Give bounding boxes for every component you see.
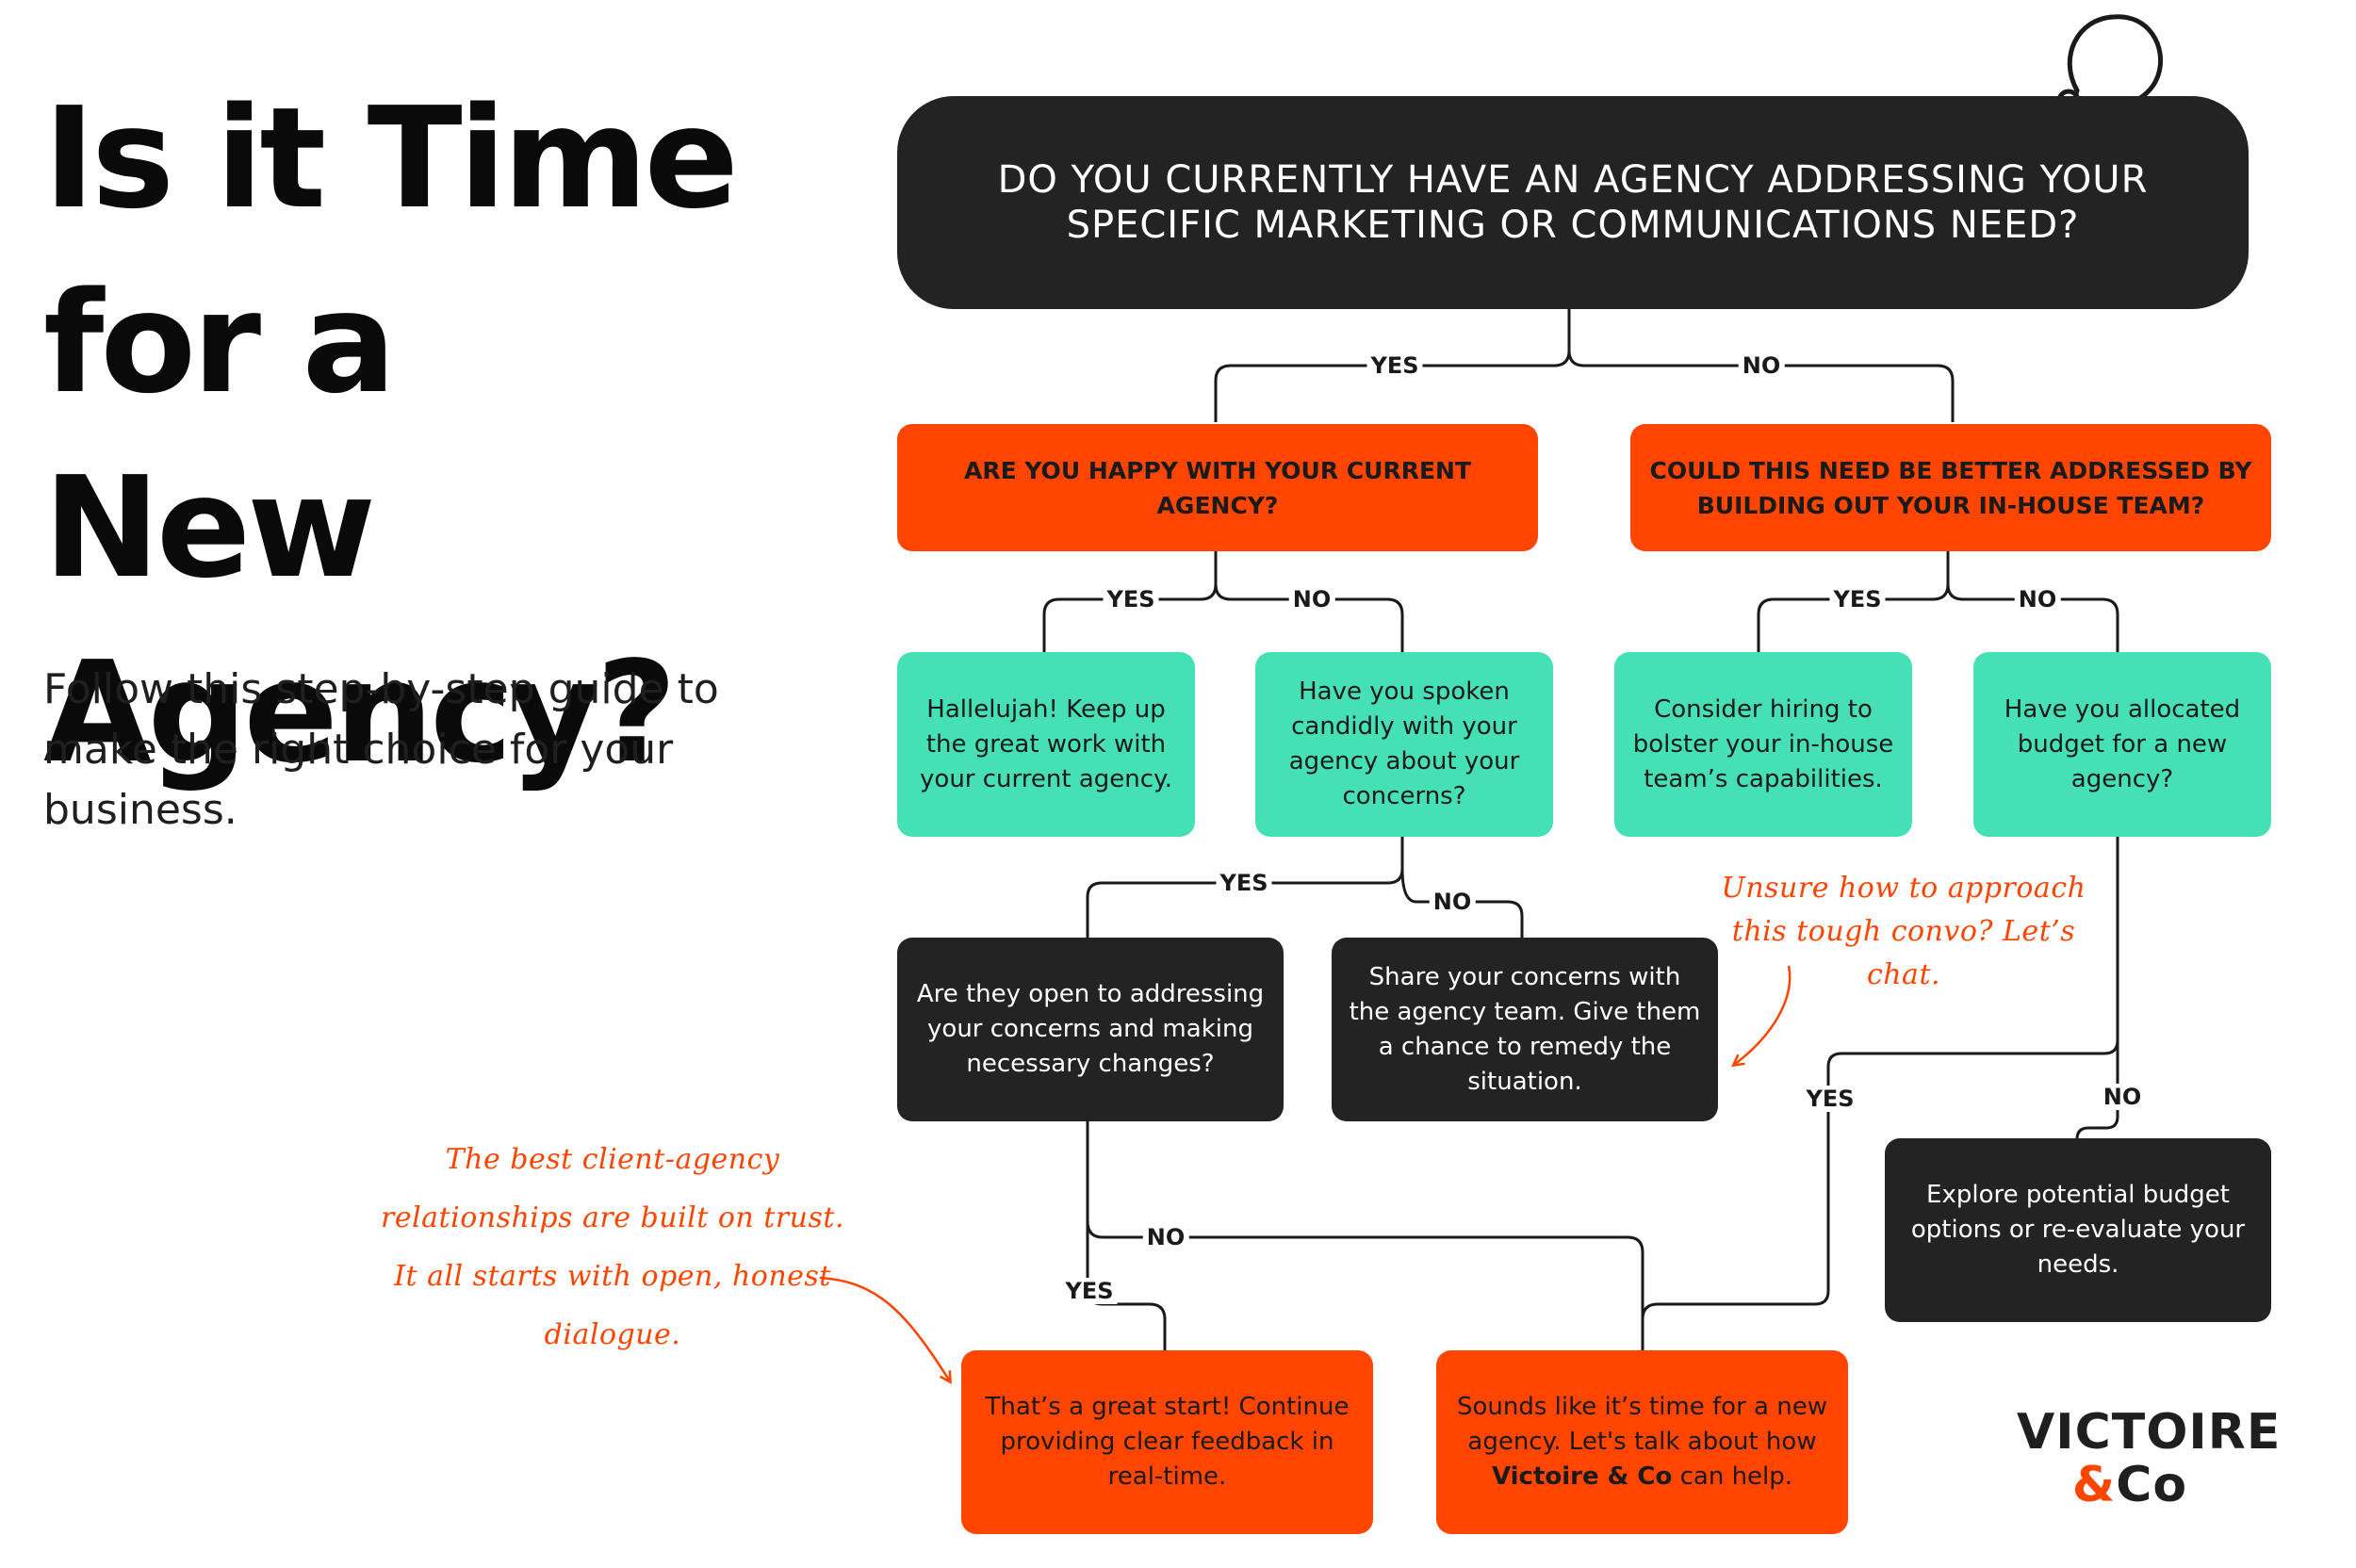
note-arrow-trust <box>819 1276 950 1381</box>
label-no-open: NO <box>1142 1224 1189 1250</box>
note-trust: The best client-agency relationships are… <box>380 1143 844 1351</box>
answer-great-start: That’s a great start! Continue providing… <box>961 1350 1373 1534</box>
question-current-agency: Do you currently have an agency addressi… <box>897 96 2249 309</box>
page-subtitle: Follow this step-by-step guide to make t… <box>43 665 719 834</box>
brand-link[interactable]: Victoire & Co <box>1491 1462 1673 1491</box>
label-yes-root: YES <box>1366 352 1423 379</box>
page-title: Is it Time for a New Agency? <box>43 77 739 793</box>
answer-time-for-new-agency: Sounds like it’s time for a new agency. … <box>1436 1350 1848 1534</box>
label-no-happy: NO <box>1288 586 1335 612</box>
answer-explore-budget: Explore potential budget options or re-e… <box>1885 1138 2271 1322</box>
answer-consider-hiring: Consider hiring to bolster your in-house… <box>1614 652 1912 837</box>
question-in-house-team: Could this need be better addressed by b… <box>1630 424 2271 551</box>
logo-wordmark: VICTOIRE <box>2017 1404 2282 1461</box>
question-spoken-candidly: Have you spoken candidly with your agenc… <box>1255 652 1553 837</box>
label-no-inhouse: NO <box>2014 586 2061 612</box>
connector-budget <box>1641 837 2119 1320</box>
label-no-root: NO <box>1738 352 1785 379</box>
connector-happy-no <box>1214 583 1404 652</box>
question-open-to-changes: Are they open to addressing your concern… <box>897 938 1284 1121</box>
note-arrow-chat <box>1734 965 1792 1065</box>
connector-budget-no <box>2075 1040 2119 1141</box>
connector-inhouse-no <box>1946 583 2119 652</box>
label-yes-inhouse: YES <box>1829 586 1886 612</box>
label-no-spoken: NO <box>1429 889 1476 915</box>
label-yes-happy: YES <box>1103 586 1159 612</box>
question-allocated-budget: Have you allocated budget for a new agen… <box>1973 652 2271 837</box>
answer-text-suffix: can help. <box>1679 1462 1793 1491</box>
connector-root-no <box>1567 350 1955 422</box>
label-yes-budget: YES <box>1802 1086 1858 1112</box>
label-no-budget: NO <box>2099 1084 2146 1110</box>
answer-share-concerns: Share your concerns with the agency team… <box>1332 938 1718 1121</box>
victoire-logo[interactable]: VICTOIRE &Co <box>2017 1404 2282 1513</box>
label-yes-open: YES <box>1061 1278 1118 1304</box>
logo-co: Co <box>2116 1457 2188 1513</box>
connector-open-no <box>1086 1220 1644 1350</box>
note-lets-chat[interactable]: Unsure how to approach this tough convo?… <box>1721 872 2086 991</box>
answer-keep-current-agency: Hallelujah! Keep up the great work with … <box>897 652 1195 837</box>
label-yes-spoken: YES <box>1216 870 1272 896</box>
logo-ampersand: & <box>2071 1457 2117 1513</box>
connector-spoken-no <box>1400 868 1524 938</box>
question-happy-with-agency: Are you happy with your current agency? <box>897 424 1538 551</box>
answer-text-prefix: Sounds like it’s time for a new agency. … <box>1457 1393 1827 1456</box>
